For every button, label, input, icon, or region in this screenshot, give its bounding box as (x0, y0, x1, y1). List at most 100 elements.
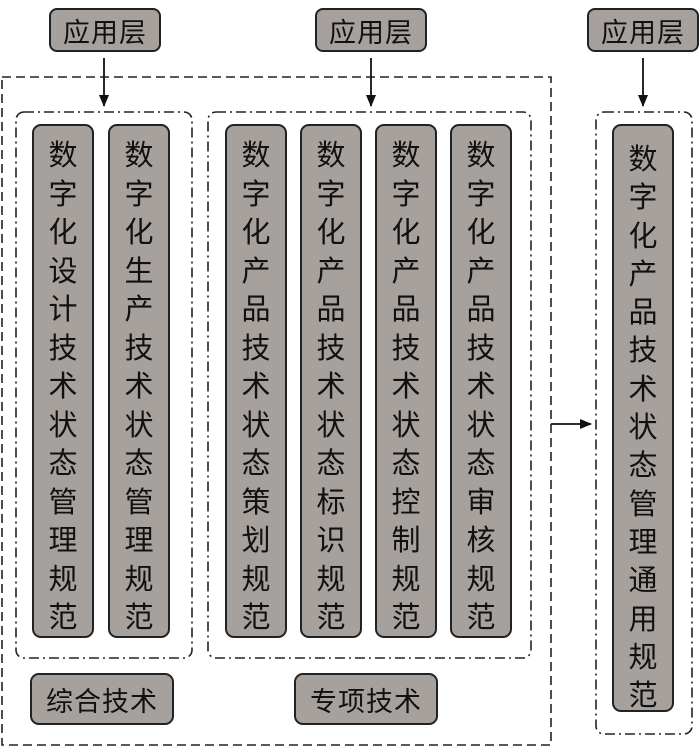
column-char: 划 (241, 523, 271, 557)
column-char: 态 (316, 446, 346, 480)
column-char: 标 (316, 484, 346, 519)
column-char: 字 (316, 176, 346, 211)
column-char: 化 (241, 215, 271, 249)
column-char: 技 (124, 330, 154, 365)
column-char: 技 (241, 330, 271, 365)
special-technology-label: 专项技术 (294, 673, 438, 725)
column-char: 范 (124, 600, 154, 634)
column-char: 态 (241, 446, 271, 480)
column-char: 化 (391, 215, 421, 249)
general-group-frame (595, 111, 693, 735)
column-char: 规 (316, 561, 346, 596)
column-char: 品 (241, 292, 271, 326)
column-char: 品 (628, 295, 658, 330)
column-char: 产 (316, 253, 346, 288)
column-char: 管 (48, 484, 78, 519)
column-char: 化 (466, 215, 496, 249)
column-char: 术 (628, 371, 658, 406)
column-char: 规 (124, 561, 154, 596)
column-identification: 数字化产品技术状态标识规范 (300, 124, 362, 638)
column-char: 技 (391, 330, 421, 365)
column-char: 规 (48, 561, 78, 596)
column-char: 技 (316, 330, 346, 365)
column-char: 管 (628, 486, 658, 521)
column-char: 字 (241, 176, 271, 211)
column-char: 规 (466, 561, 496, 596)
column-char: 状 (124, 407, 154, 442)
column-char: 术 (241, 369, 271, 403)
column-char: 数 (316, 138, 346, 172)
comprehensive-group-frame (15, 111, 193, 659)
column-char: 管 (124, 484, 154, 519)
application-layer-box-2: 应用层 (315, 8, 427, 52)
column-char: 字 (48, 176, 78, 211)
column-char: 范 (48, 600, 78, 634)
column-char: 状 (241, 407, 271, 442)
column-char: 状 (48, 407, 78, 442)
column-char: 品 (466, 292, 496, 326)
column-char: 范 (628, 678, 658, 713)
column-char: 策 (241, 484, 271, 519)
column-char: 术 (124, 369, 154, 403)
column-char: 字 (466, 176, 496, 211)
column-char: 状 (466, 407, 496, 442)
column-char: 化 (124, 215, 154, 249)
column-char: 理 (628, 524, 658, 559)
column-char: 状 (316, 407, 346, 442)
column-char: 品 (316, 292, 346, 326)
column-char: 产 (628, 256, 658, 291)
column-char: 技 (628, 333, 658, 368)
column-char: 术 (48, 369, 78, 403)
column-char: 计 (48, 292, 78, 326)
column-production: 数字化生产技术状态管理规范 (108, 124, 170, 638)
special-group-frame (207, 111, 532, 659)
column-char: 状 (628, 410, 658, 445)
column-char: 数 (48, 138, 78, 172)
column-char: 术 (391, 369, 421, 403)
column-char: 数 (391, 138, 421, 172)
column-char: 数 (241, 138, 271, 172)
column-char: 态 (466, 446, 496, 480)
column-char: 范 (241, 600, 271, 634)
column-char: 字 (391, 176, 421, 211)
column-char: 技 (466, 330, 496, 365)
column-char: 控 (391, 484, 421, 519)
column-char: 字 (124, 176, 154, 211)
column-planning: 数字化产品技术状态策划规范 (225, 124, 287, 638)
column-char: 核 (466, 523, 496, 557)
column-char: 规 (391, 561, 421, 596)
column-char: 审 (466, 484, 496, 519)
column-design: 数字化设计技术状态管理规范 (32, 124, 94, 638)
column-char: 识 (316, 523, 346, 557)
column-char: 理 (48, 523, 78, 557)
column-char: 品 (391, 292, 421, 326)
column-char: 范 (391, 600, 421, 634)
column-char: 化 (316, 215, 346, 249)
column-char: 范 (316, 600, 346, 634)
column-char: 产 (124, 292, 154, 326)
column-char: 术 (466, 369, 496, 403)
column-char: 术 (316, 369, 346, 403)
column-char: 字 (628, 180, 658, 215)
column-char: 生 (124, 253, 154, 288)
column-char: 理 (124, 523, 154, 557)
column-char: 产 (391, 253, 421, 288)
column-char: 数 (124, 138, 154, 172)
column-char: 化 (628, 218, 658, 253)
column-char: 数 (628, 142, 658, 176)
column-char: 产 (241, 253, 271, 288)
column-char: 化 (48, 215, 78, 249)
application-layer-box-1: 应用层 (49, 8, 161, 52)
column-char: 范 (466, 600, 496, 634)
column-control: 数字化产品技术状态控制规范 (375, 124, 437, 638)
outer-dashed-frame (1, 76, 552, 746)
column-char: 通 (628, 563, 658, 598)
column-char: 设 (48, 253, 78, 288)
column-general: 数字化产品技术状态管理通用规范 (612, 124, 674, 712)
column-char: 态 (48, 446, 78, 480)
comprehensive-technology-label: 综合技术 (30, 673, 174, 725)
column-char: 数 (466, 138, 496, 172)
application-layer-box-3: 应用层 (587, 8, 699, 52)
column-char: 规 (241, 561, 271, 596)
